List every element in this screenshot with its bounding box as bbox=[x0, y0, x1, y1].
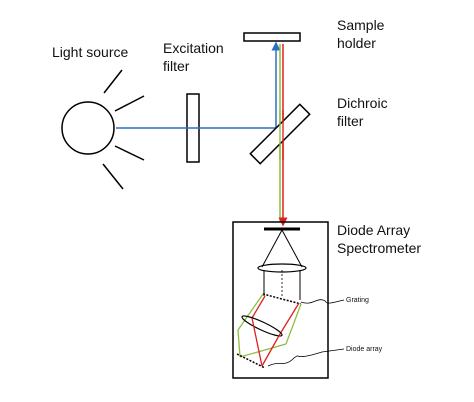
dispersed-red-2 bbox=[279, 302, 300, 335]
lamp-circle-icon bbox=[61, 101, 115, 155]
cone-right bbox=[281, 229, 303, 268]
dispersed-red-1 bbox=[251, 295, 266, 319]
dispersed-green-1 bbox=[237, 293, 264, 331]
ray-line-1 bbox=[103, 69, 123, 94]
ray-line-2 bbox=[114, 95, 145, 112]
focused-red-2 bbox=[261, 333, 281, 367]
ray-line-3 bbox=[114, 145, 145, 161]
dispersed-green-2 bbox=[285, 303, 302, 345]
dichroic-filter-label-line2: filter bbox=[337, 113, 364, 129]
light-source bbox=[61, 69, 145, 190]
sample-holder bbox=[243, 32, 301, 42]
spectrometer-label-line1: Diode Array bbox=[337, 222, 410, 238]
grating-leader-line bbox=[300, 299, 345, 304]
focused-green-2 bbox=[239, 343, 287, 358]
dichroic-filter-label-line1: Dichroic bbox=[337, 95, 388, 111]
diode-array-label: Diode array bbox=[346, 346, 383, 353]
ray-line-4 bbox=[102, 163, 124, 190]
grating-label: Grating bbox=[346, 297, 369, 304]
diode-array bbox=[236, 353, 266, 369]
cone-left bbox=[261, 229, 283, 268]
sample-holder-label-line1: Sample bbox=[337, 17, 385, 33]
excitation-filter-label-line2: filter bbox=[163, 58, 190, 74]
spectrometer-label-line2: Spectrometer bbox=[337, 240, 421, 256]
excitation-filter-label-line1: Excitation bbox=[163, 40, 224, 56]
focusing-lens bbox=[241, 315, 283, 337]
light-source-label: Light source bbox=[52, 44, 128, 60]
focused-green-1 bbox=[237, 329, 241, 358]
spectrometer-box bbox=[232, 221, 329, 379]
focused-red-1 bbox=[251, 317, 263, 367]
sample-holder-label-line2: holder bbox=[337, 35, 376, 51]
grating bbox=[262, 293, 302, 305]
diode-array-leader-line bbox=[267, 348, 345, 367]
